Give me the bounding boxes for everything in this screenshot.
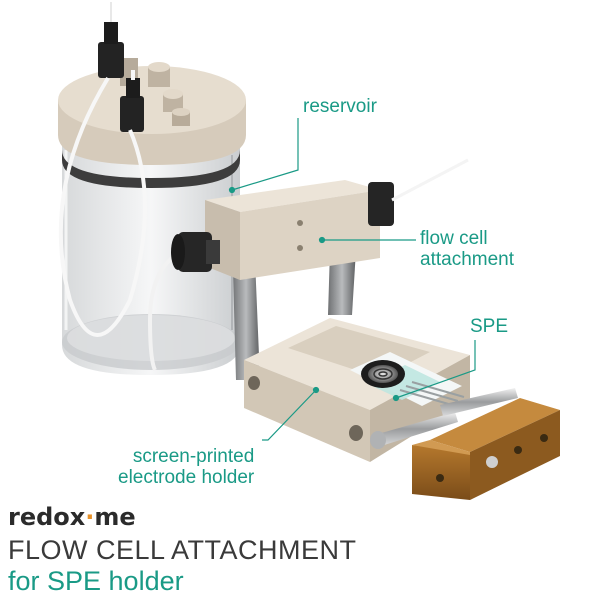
bronze-clamp bbox=[412, 398, 560, 500]
reservoir-label: reservoir bbox=[303, 96, 377, 117]
flow-cell-attachment-label: flow cell attachment bbox=[420, 228, 514, 270]
callout-lines bbox=[228, 118, 476, 441]
page-title: FLOW CELL ATTACHMENT bbox=[8, 535, 357, 565]
flow-cell-attachment bbox=[171, 158, 469, 380]
reservoir bbox=[58, 2, 246, 375]
brand-part1: redox bbox=[8, 503, 86, 531]
holder-label-line2: electrode holder bbox=[118, 467, 255, 488]
brand-dot: · bbox=[85, 503, 95, 531]
holder-label-line1: screen-printed bbox=[132, 446, 255, 467]
spe-label: SPE bbox=[470, 316, 509, 337]
electrode-holder-label: screen-printed electrode holder bbox=[118, 446, 254, 488]
brand-logo: redox·me bbox=[8, 503, 136, 531]
spe-holder bbox=[244, 318, 518, 462]
page-subtitle: for SPE holder bbox=[8, 566, 184, 596]
flow-cell-label-line2: attachment bbox=[420, 249, 514, 270]
flow-cell-label-line1: flow cell bbox=[420, 228, 488, 249]
brand-part2: me bbox=[94, 503, 136, 531]
